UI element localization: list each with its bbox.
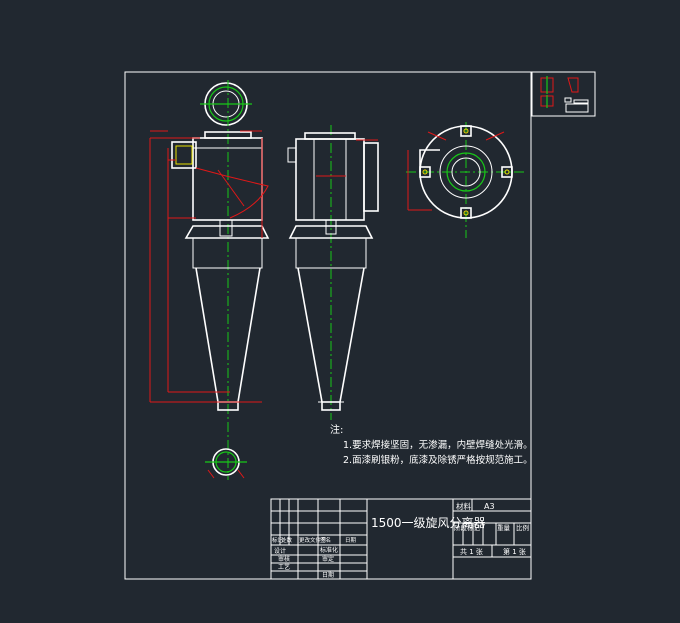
- notes-heading: 注:: [330, 423, 343, 436]
- role-standardize: 标准化: [320, 546, 338, 554]
- revision-col-date: 日期: [345, 537, 357, 544]
- role-designer: 设计: [274, 547, 286, 555]
- scale-label: 比例: [516, 523, 529, 532]
- note-line-1: 1.要求焊接坚固，无渗漏，内壁焊缝处光滑。: [343, 439, 533, 451]
- role-date: 日期: [322, 571, 334, 579]
- role-checker: 审核: [278, 555, 290, 563]
- size-value: A3: [484, 502, 495, 511]
- side-view: [287, 125, 379, 420]
- revision-col-sign: 签名: [320, 536, 331, 544]
- weight-label: 重量: [497, 524, 511, 532]
- title-block: 1500一级旋风分离器 材料 A3 阶段标记 重量 比例 共 1 张 第 1 张…: [270, 498, 532, 580]
- drawing-title: 1500一级旋风分离器: [371, 515, 486, 530]
- top-view: [406, 122, 526, 238]
- sheet-number: 第 1 张: [503, 547, 526, 556]
- technical-notes: 注: 1.要求焊接坚固，无渗漏，内壁焊缝处光滑。 2.面漆刷银粉，底漆及除锈严格…: [330, 423, 533, 466]
- revision-col-mark: 标记: [272, 536, 284, 544]
- role-approver: 审定: [322, 555, 334, 563]
- material-label: 材料: [456, 501, 471, 511]
- role-process: 工艺: [278, 563, 290, 571]
- revision-col-count: 处数: [281, 536, 293, 544]
- thumbnail-preview: [531, 71, 596, 117]
- revision-col-file: 更改文件号: [299, 536, 327, 544]
- stage-mark-label: 阶段标记: [454, 523, 481, 532]
- front-view: [149, 80, 270, 480]
- sheets-total: 共 1 张: [460, 547, 483, 556]
- note-line-2: 2.面漆刷银粉，底漆及除锈严格按规范施工。: [343, 454, 533, 466]
